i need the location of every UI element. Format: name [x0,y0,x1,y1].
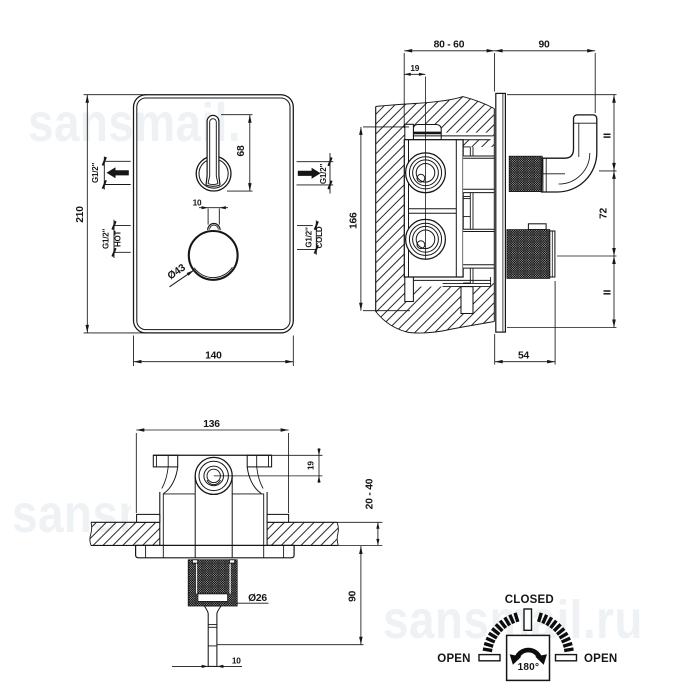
dim-90-plan-label: 90 [347,590,358,602]
side-view: 80 - 60 19 90 166 72 54 [348,40,617,365]
cover-flange-plan [135,544,295,559]
temperature-knob-front [187,229,239,281]
knob-stem-plan [203,605,223,667]
dim-140-label: 140 [205,350,222,361]
dim-knob-26-label: Ø26 [248,593,267,604]
dim-72-label: 72 [599,208,610,220]
inlet-arrow-left-icon [106,167,129,179]
dial-tick-open-left [478,653,501,662]
dim-10-plan-label: 10 [232,655,241,665]
dial-tick-open-right [554,653,578,662]
dim-166-label: 166 [348,212,359,229]
rotation-dial: CLOSED OPEN OPEN 180° [437,594,617,682]
dim-90-side-label: 90 [538,40,550,51]
dial-tick-closed [523,608,533,631]
dial-open-right-label: OPEN [584,653,617,665]
dial-open-left-label: OPEN [437,653,470,665]
dim-210-label: 210 [75,206,86,223]
lever-front [205,114,221,187]
dim-80-60-label: 80 - 60 [434,40,465,51]
dial-arc-dashes [482,612,574,653]
inlet-right-label: G1/2″ [319,164,328,185]
inlet-left-label: G1/2″ [91,162,100,183]
dim-10-front-label: 10 [193,198,202,208]
plan-view: Ø26 136 19 20 - 40 90 10 [89,419,383,668]
dial-rotation-label: 180° [518,662,539,673]
hot-label: HOT [114,230,123,247]
inlet-arrow-right-icon [297,167,321,179]
wall-plate-side [495,92,506,333]
dim-19-side-label: 19 [410,63,419,73]
lever-handle-side [508,114,598,193]
cold-size-label: G1/2″ [304,227,313,248]
dim-54-label: 54 [518,350,530,361]
wall-plate-front [132,94,294,334]
dial-closed-label: CLOSED [505,594,554,606]
front-view: 68 10 Ø43 210 140 G1/2″ G1/2″ HOT G1/2″ … [75,94,334,366]
dim-68-label: 68 [236,145,247,157]
hot-size-label: G1/2″ [101,228,110,249]
rotation-arrow-icon [509,647,547,665]
dim-knob-diameter-label: Ø43 [166,262,188,282]
temperature-knob-side [506,223,556,279]
dim-20-40-label: 20 - 40 [365,478,376,509]
dim-19-plan-label: 19 [305,461,315,470]
dim-136-label: 136 [203,419,220,430]
cold-label: COLD [315,226,324,248]
